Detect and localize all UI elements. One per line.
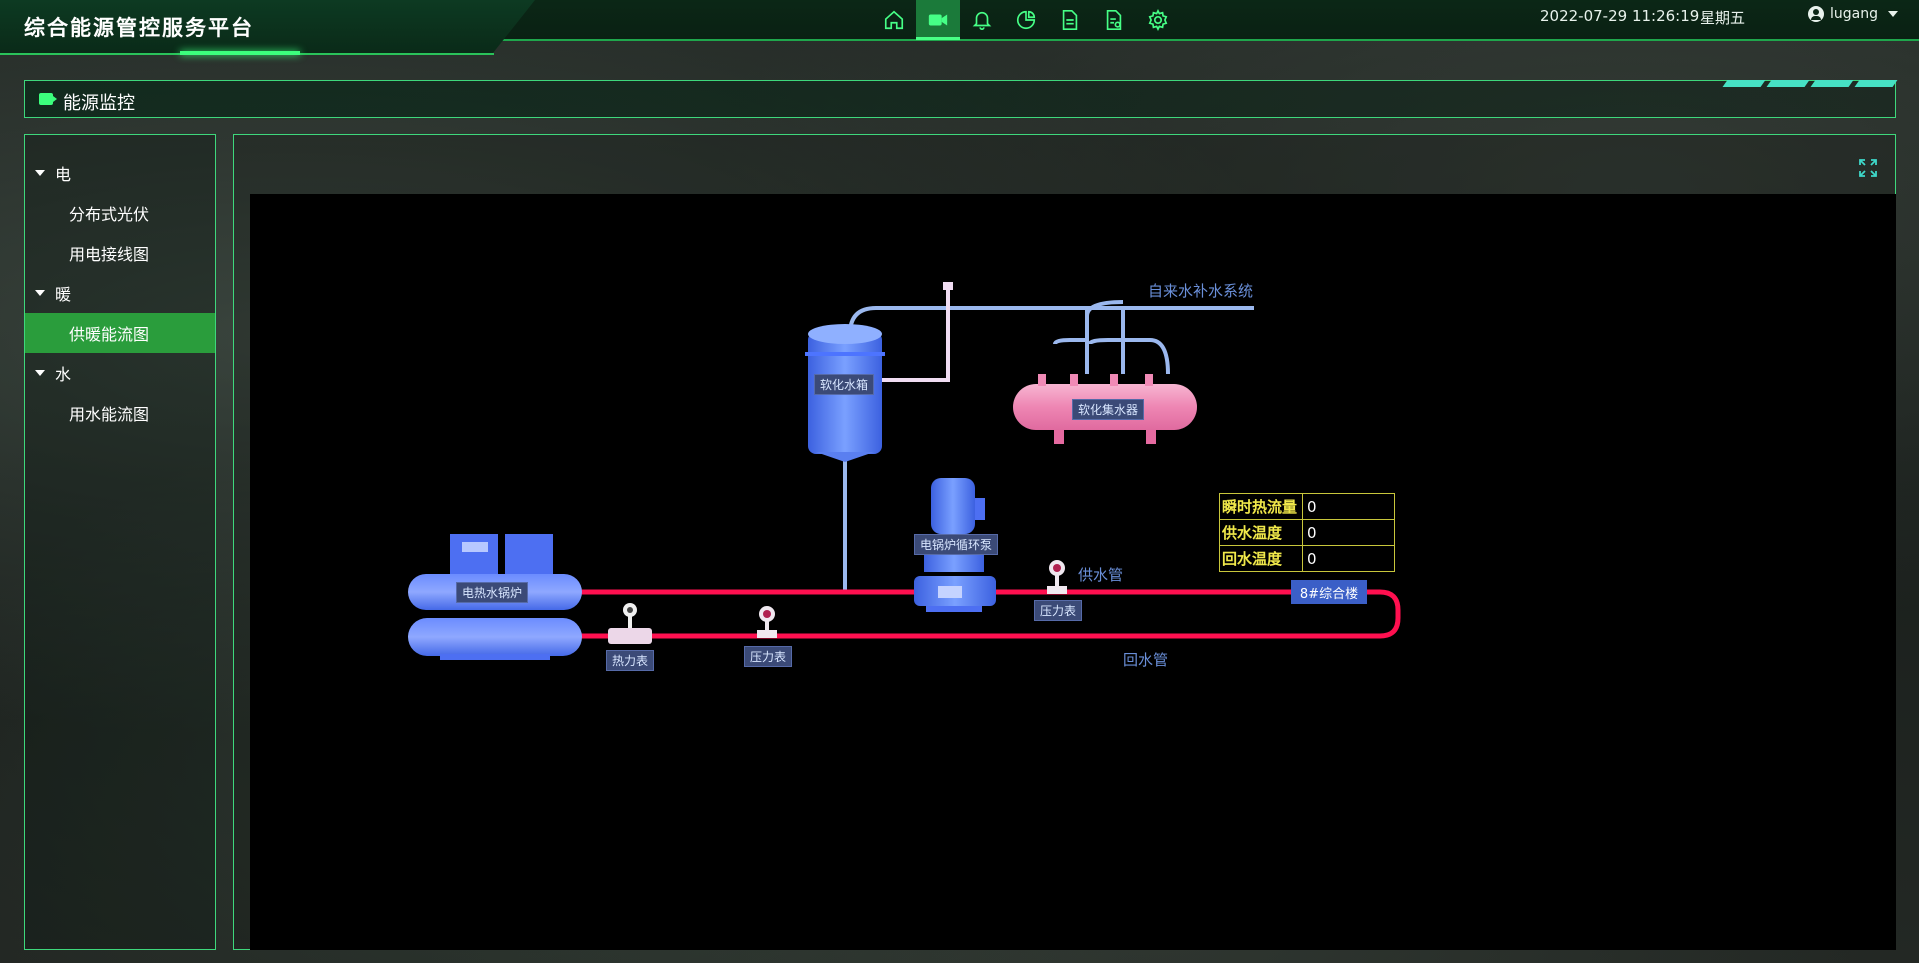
stripe xyxy=(1854,80,1898,87)
circulation-pump[interactable] xyxy=(914,478,996,612)
metric-key: 回水温度 xyxy=(1219,545,1303,572)
user-avatar-icon xyxy=(1808,6,1824,22)
metric-key: 瞬时热流量 xyxy=(1219,493,1303,520)
tap-water-label: 自来水补水系统 xyxy=(1148,282,1254,300)
title-box xyxy=(0,0,535,54)
stripe xyxy=(1766,80,1810,87)
tree-item-pv[interactable]: 分布式光伏 xyxy=(69,205,150,224)
nav-home[interactable] xyxy=(872,0,916,40)
metric-key: 供水温度 xyxy=(1219,519,1303,546)
tree-item-wiring[interactable]: 用电接线图 xyxy=(69,245,150,264)
metric-value: 0 xyxy=(1302,519,1395,546)
makeup-water-pipes xyxy=(843,300,1254,592)
app-title: 综合能源管控服务平台 xyxy=(24,16,254,40)
supply-pipe-label: 供水管 xyxy=(1078,566,1124,584)
header-bar xyxy=(490,0,1919,40)
header-divider xyxy=(490,39,1919,41)
tree-group-label: 水 xyxy=(55,365,72,384)
nav-monitor[interactable] xyxy=(916,0,960,40)
bell-icon xyxy=(972,11,992,30)
video-camera-icon xyxy=(928,14,948,26)
pressure-gauge-supply[interactable] xyxy=(1047,560,1067,594)
tree-group-electricity[interactable]: 电 xyxy=(25,153,215,193)
report-icon xyxy=(1106,10,1122,30)
section-title-bar: 能源监控 xyxy=(24,80,1898,118)
tree-item-water-flow[interactable]: 用水能流图 xyxy=(69,405,150,424)
nav-settings[interactable] xyxy=(1136,0,1180,40)
top-header: 综合能源管控服务平台 2022-07-29 11:26:19 星期五 lugan… xyxy=(0,0,1919,56)
title-glow xyxy=(180,51,300,55)
table-row: 瞬时热流量 0 xyxy=(1219,493,1395,520)
heating-loop-pipes xyxy=(580,589,1401,639)
section-title: 能源监控 xyxy=(63,93,135,114)
tree-group-label: 电 xyxy=(55,165,72,184)
document-icon xyxy=(1062,10,1078,30)
current-weekday: 星期五 xyxy=(1700,9,1746,27)
camera-icon xyxy=(39,93,57,105)
sidebar-tree: 电 分布式光伏 用电接线图 暖 供暖能流图 水 用水能流图 xyxy=(24,134,216,950)
tree-item-heating-flow[interactable]: 供暖能流图 xyxy=(25,313,215,353)
collector-tag: 软化集水器 xyxy=(1072,399,1145,420)
nav-documents[interactable] xyxy=(1048,0,1092,40)
heat-meter[interactable] xyxy=(608,603,652,644)
boiler-tag: 电热水锅炉 xyxy=(456,582,529,603)
stripe xyxy=(1810,80,1854,87)
heat-meter-tag: 热力表 xyxy=(606,650,655,671)
nav-alarm[interactable] xyxy=(960,0,1004,40)
current-datetime: 2022-07-29 11:26:19 xyxy=(1540,7,1700,25)
gear-icon xyxy=(1148,9,1168,31)
return-gauge-tag: 压力表 xyxy=(744,646,793,667)
flow-diagram xyxy=(408,282,1401,660)
user-menu[interactable]: lugang xyxy=(1808,6,1898,22)
electric-boiler[interactable] xyxy=(408,534,582,660)
tree-group-label: 暖 xyxy=(55,285,72,304)
caret-down-icon xyxy=(35,170,45,176)
building-button[interactable]: 8#综合楼 xyxy=(1291,580,1367,604)
username: lugang xyxy=(1830,6,1878,22)
pipe-valve-stub xyxy=(878,282,953,382)
stripe xyxy=(1722,80,1766,87)
nav-reports[interactable] xyxy=(1092,0,1136,40)
caret-down-icon xyxy=(35,290,45,296)
tree-group-water[interactable]: 水 xyxy=(25,353,215,393)
main-nav xyxy=(872,0,1180,40)
soft-tank-tag: 软化水箱 xyxy=(814,374,875,395)
nav-statistics[interactable] xyxy=(1004,0,1048,40)
pressure-gauge-return[interactable] xyxy=(757,606,777,638)
caret-down-icon xyxy=(35,370,45,376)
pie-chart-icon xyxy=(1016,10,1036,30)
home-icon xyxy=(884,10,904,30)
metric-value: 0 xyxy=(1302,545,1395,572)
fullscreen-icon[interactable] xyxy=(1859,159,1877,177)
heating-flow-canvas: 自来水补水系统 供水管 回水管 软化水箱 软化集水器 电锅炉循环泵 电热水锅炉 … xyxy=(250,194,1896,950)
decorative-stripes xyxy=(1722,80,1898,87)
return-pipe-label: 回水管 xyxy=(1123,651,1169,669)
pump-tag: 电锅炉循环泵 xyxy=(914,534,999,555)
table-row: 供水温度 0 xyxy=(1219,519,1395,546)
metrics-table: 瞬时热流量 0 供水温度 0 回水温度 0 xyxy=(1219,493,1395,572)
tree-group-heating[interactable]: 暖 xyxy=(25,273,215,313)
table-row: 回水温度 0 xyxy=(1219,545,1395,572)
chevron-down-icon xyxy=(1888,11,1898,17)
metric-value: 0 xyxy=(1302,493,1395,520)
supply-gauge-tag: 压力表 xyxy=(1034,600,1083,621)
